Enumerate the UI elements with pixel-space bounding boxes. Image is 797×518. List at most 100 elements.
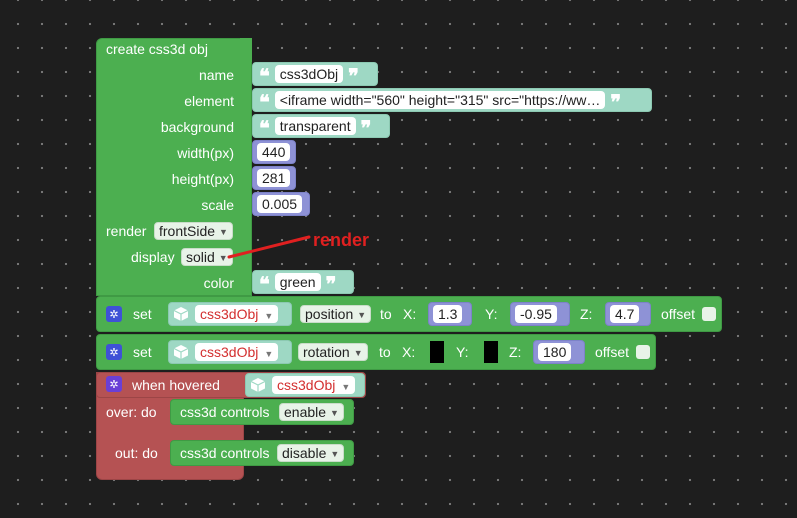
x-empty-socket[interactable] — [430, 341, 444, 363]
x-label: X: — [402, 344, 416, 360]
object-dropdown[interactable]: css3dObj ▼ — [195, 343, 279, 361]
property-dropdown[interactable]: position▼ — [300, 305, 372, 323]
to-label: to — [379, 344, 391, 360]
color-string-block[interactable]: ❝ green ❞ — [252, 270, 354, 296]
render-dropdown[interactable]: frontSide▼ — [154, 222, 233, 240]
offset-checkbox[interactable] — [636, 345, 650, 359]
set-label: set — [133, 344, 152, 360]
open-quote-icon: ❝ — [259, 66, 270, 88]
background-value-field[interactable]: transparent — [274, 117, 356, 135]
z-number-block[interactable]: 180 — [533, 340, 585, 364]
object-block[interactable]: css3dObj ▼ — [168, 340, 292, 364]
object-dropdown[interactable]: css3dObj ▼ — [195, 305, 279, 323]
display-dropdown[interactable]: solid▼ — [181, 248, 233, 266]
property-dropdown-value: rotation — [303, 344, 350, 360]
enable-dropdown[interactable]: enable▼ — [279, 403, 344, 421]
z-label: Z: — [509, 344, 522, 360]
render-label: render — [106, 223, 147, 239]
property-dropdown-value: position — [305, 306, 354, 322]
x-value-field[interactable]: 1.3 — [433, 305, 463, 323]
name-string-block[interactable]: ❝ css3dObj ❞ — [252, 62, 378, 88]
object-dropdown[interactable]: css3dObj ▼ — [272, 376, 356, 394]
dropdown-arrow-icon: ▼ — [330, 449, 340, 460]
name-value-field[interactable]: css3dObj — [274, 65, 344, 83]
open-quote-icon: ❝ — [259, 92, 270, 114]
dropdown-arrow-icon: ▼ — [357, 310, 367, 321]
scale-value-field[interactable]: 0.005 — [257, 195, 303, 213]
display-label: display — [131, 249, 175, 265]
disable-dropdown-value: disable — [282, 445, 327, 461]
gear-icon[interactable]: ✲ — [106, 306, 122, 322]
gear-icon[interactable]: ✲ — [106, 376, 122, 392]
enable-dropdown-value: enable — [284, 404, 327, 420]
when-hovered-title: when hovered — [132, 377, 220, 393]
dropdown-arrow-icon: ▼ — [264, 311, 274, 321]
y-number-block[interactable]: -0.95 — [510, 302, 570, 326]
css3d-controls-label: css3d controls — [180, 445, 270, 461]
width-label: width(px) — [177, 145, 234, 161]
create-block-right-extension — [240, 38, 252, 62]
close-quote-icon: ❞ — [348, 66, 359, 88]
display-dropdown-value: solid — [186, 249, 215, 265]
dropdown-arrow-icon: ▼ — [341, 382, 351, 392]
x-number-block[interactable]: 1.3 — [428, 302, 472, 326]
close-quote-icon: ❞ — [610, 92, 622, 114]
open-quote-icon: ❝ — [259, 274, 270, 296]
dropdown-arrow-icon: ▼ — [218, 253, 228, 264]
z-value-field[interactable]: 4.7 — [610, 305, 640, 323]
gear-icon[interactable]: ✲ — [106, 344, 122, 360]
dropdown-arrow-icon: ▼ — [330, 408, 339, 419]
object-name: css3dObj — [200, 344, 259, 360]
y-label: Y: — [456, 344, 469, 360]
element-string-block[interactable]: ❝ <iframe width="560" height="315" src="… — [252, 88, 652, 114]
offset-label: offset — [661, 306, 695, 322]
close-quote-icon: ❞ — [325, 274, 337, 296]
cube-icon — [173, 307, 189, 321]
over-do-label: over: do — [106, 404, 157, 420]
height-number-block[interactable]: 281 — [252, 166, 296, 190]
scale-label: scale — [201, 197, 234, 213]
object-name: css3dObj — [200, 306, 259, 322]
out-do-label: out: do — [115, 445, 158, 461]
element-label: element — [184, 93, 234, 109]
offset-checkbox[interactable] — [702, 307, 716, 321]
y-empty-socket[interactable] — [484, 341, 498, 363]
disable-dropdown[interactable]: disable▼ — [277, 444, 345, 462]
create-block-title: create css3d obj — [106, 41, 208, 57]
x-label: X: — [403, 306, 417, 322]
color-label: color — [203, 275, 234, 291]
background-string-block[interactable]: ❝ transparent ❞ — [252, 114, 390, 140]
set-label: set — [133, 306, 152, 322]
width-number-block[interactable]: 440 — [252, 140, 296, 164]
css3d-controls-label: css3d controls — [180, 404, 270, 420]
dropdown-arrow-icon: ▼ — [353, 348, 363, 359]
background-label: background — [160, 119, 234, 135]
annotation-arrow — [227, 235, 311, 259]
object-name: css3dObj — [277, 377, 336, 393]
to-label: to — [380, 306, 392, 322]
height-value-field[interactable]: 281 — [257, 169, 291, 187]
color-value-field[interactable]: green — [274, 273, 321, 291]
y-label: Y: — [485, 306, 498, 322]
cube-icon — [250, 378, 266, 392]
y-value-field[interactable]: -0.95 — [515, 305, 557, 323]
cube-icon — [173, 345, 189, 359]
scale-number-block[interactable]: 0.005 — [252, 192, 310, 216]
open-quote-icon: ❝ — [259, 118, 270, 140]
dropdown-arrow-icon: ▼ — [219, 227, 228, 238]
object-block[interactable]: css3dObj ▼ — [245, 373, 365, 397]
dropdown-arrow-icon: ▼ — [264, 349, 274, 359]
render-dropdown-value: frontSide — [159, 223, 216, 239]
z-number-block[interactable]: 4.7 — [605, 302, 651, 326]
close-quote-icon: ❞ — [360, 118, 372, 140]
width-value-field[interactable]: 440 — [257, 143, 291, 161]
height-label: height(px) — [171, 171, 234, 187]
element-value-field[interactable]: <iframe width="560" height="315" src="ht… — [274, 91, 606, 109]
z-label: Z: — [580, 306, 593, 322]
z-value-field[interactable]: 180 — [538, 343, 572, 361]
property-dropdown[interactable]: rotation▼ — [298, 343, 368, 361]
name-label: name — [198, 67, 234, 83]
annotation-text: render — [313, 230, 370, 250]
object-block[interactable]: css3dObj ▼ — [168, 302, 292, 326]
offset-label: offset — [595, 344, 629, 360]
